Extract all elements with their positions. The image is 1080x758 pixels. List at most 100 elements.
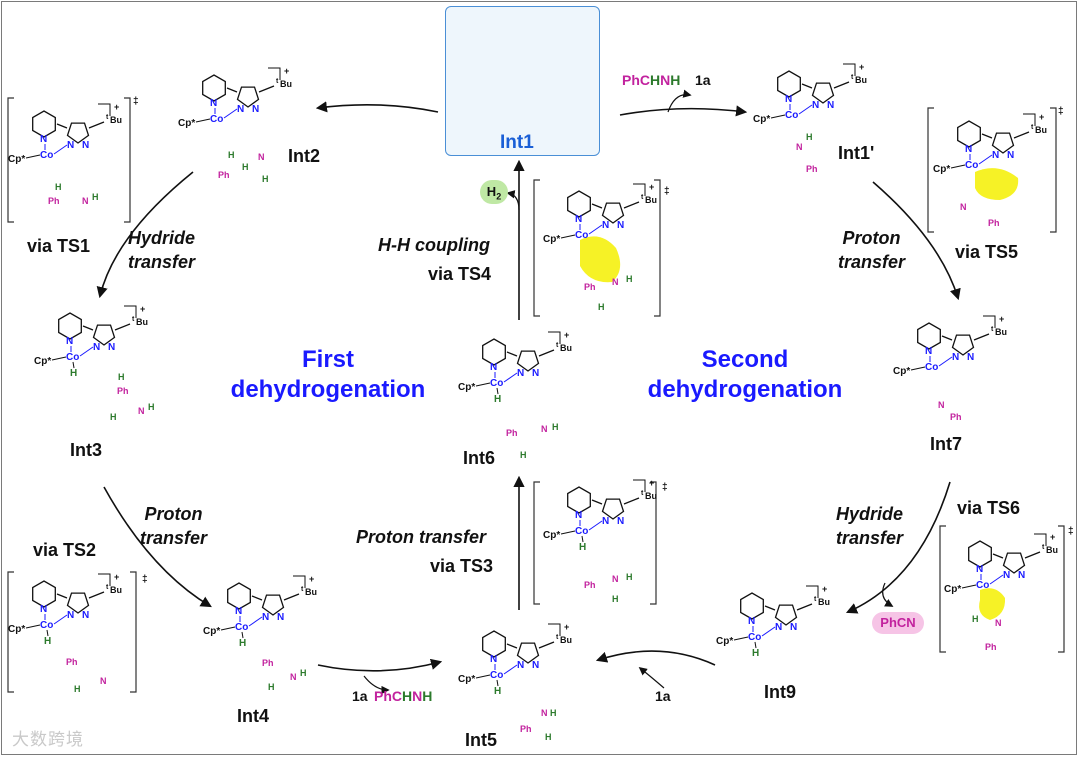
int7-tbu-prefix: t [991,326,994,333]
int1p-n-pyrazole-1: N [812,100,819,111]
int6-sub-3: H [520,450,527,460]
int9-tbu-bond [796,603,813,611]
int3-cp-ligand: Cp* [34,356,51,367]
label-int1-prime: Int1' [838,143,875,163]
ts1-sub-2: N [82,196,89,206]
ts6-n-pyrazole-1: N [1003,570,1010,581]
int3-sub-4: H [148,402,155,412]
ts3-h-hydride: H [579,542,586,553]
int2-pyridine-ring [202,74,226,102]
int6-co-npz-bond [503,372,518,383]
ts3-pyridine-ring [567,486,591,514]
ts6-sub-1: N [995,618,1002,628]
label-int3: Int3 [70,440,103,460]
int1p-tbu-bond [833,81,850,89]
ts5-sub-1: Ph [988,218,1000,228]
ts2-tbu-label: Bu [110,585,122,595]
ts2-pyridine-ring [32,580,56,608]
ts1-sub-1: Ph [48,196,60,206]
ts1-bracket [7,97,131,223]
ts2-co-npz-bond [53,614,68,625]
arrow-h2-out [506,190,520,211]
int4-n-pyrazole-2: N [277,612,284,623]
label-int2: Int2 [288,146,321,166]
int6-h-hydride: H [494,394,501,405]
int6-pyridine-ring [482,338,506,366]
ts3-ts-mark: ‡ [662,482,668,493]
int1p-charge-bracket [843,63,856,76]
ts2-n-pyridine: N [40,604,47,615]
int5-pyridine-ring [482,630,506,658]
int1p-cp-ligand: Cp* [753,114,770,125]
step-proton-transfer-bottom: Proton transfer [356,527,487,547]
ts3-n-pyrazole-2: N [617,516,624,527]
ts5-tbu-prefix: t [1031,124,1034,131]
label-int4: Int4 [237,706,270,726]
ts6-charge-bracket [1034,533,1047,546]
ts5-ts-mark: ‡ [1058,106,1064,117]
int4-charge: + [309,574,314,584]
int5-h-hydride: H [494,686,501,697]
int4-sub-0: Ph [262,658,274,668]
ts4-pyridine-ring [567,190,591,218]
int7-co-atom: Co [925,362,938,373]
label-ts6: via TS6 [957,498,1021,518]
int1p-pyrazole-ring [811,82,835,104]
int3-charge: + [140,304,145,314]
int6-ring-bond [506,351,518,357]
int4-pyrazole-ring [261,594,285,616]
ts6-ring-bond [992,553,1004,559]
int6-cp-ligand: Cp* [458,382,475,393]
int9-pyridine-ring [740,592,764,620]
int7-n-pyrazole-2: N [967,352,974,363]
int9-tbu-prefix: t [814,596,817,603]
ts4-charge: + [649,182,654,192]
ts3-n-pyridine: N [575,510,582,521]
ts2-sub-2: N [100,676,107,686]
int4-sub-3: H [300,668,307,678]
reagent-1a-top: 1a [695,72,711,88]
ts5-cp-ligand: Cp* [933,164,950,175]
int1p-sub-0: N [796,142,803,152]
ts6-highlight [979,588,1006,620]
ts2-sub-1: H [74,684,81,694]
ts5-n-pyrazole-2: N [1007,150,1014,161]
ts1-tbu-prefix: t [106,114,109,121]
int7-sub-0: N [938,400,945,410]
label-int6: Int6 [463,448,496,468]
int4-tbu-label: Bu [305,587,317,597]
int2-sub-1: H [242,162,249,172]
int4-cp-bond [220,626,236,631]
arrow-int1-to-int2 [315,101,439,113]
int6-sub-1: H [552,422,559,432]
ts3-bracket [533,481,657,605]
int9-pyrazole-ring [774,604,798,626]
int7-n-pyrazole-1: N [952,352,959,363]
int5-co-atom: Co [490,670,503,681]
h2-product-badge: H2 [480,180,508,204]
label-ts5: via TS5 [955,242,1019,262]
ts2-charge-bracket [98,573,111,586]
int5-tbu-label: Bu [560,635,572,645]
int5-sub-2: Ph [520,724,532,734]
int7-n-pyridine: N [925,346,932,357]
int7-charge-bracket [983,315,996,328]
int6-co-atom: Co [490,378,503,389]
ts4-sub-2: Ph [584,282,596,292]
int2-co-atom: Co [210,114,223,125]
int9-cp-bond [733,636,749,641]
int2-n-pyridine: N [210,98,217,109]
arrow-int1p-to-int7 [872,181,961,301]
ts2-charge: + [114,572,119,582]
ts6-sub-2: Ph [985,642,997,652]
int5-sub-3: H [545,732,552,742]
ts4-tbu-prefix: t [641,194,644,201]
step-hh-coupling: H-H coupling [378,235,490,255]
int3-ring-bond [82,325,94,331]
int7-tbu-label: Bu [995,327,1007,337]
ts6-ts-mark: ‡ [1068,526,1074,537]
int4-ring-bond [251,595,263,601]
